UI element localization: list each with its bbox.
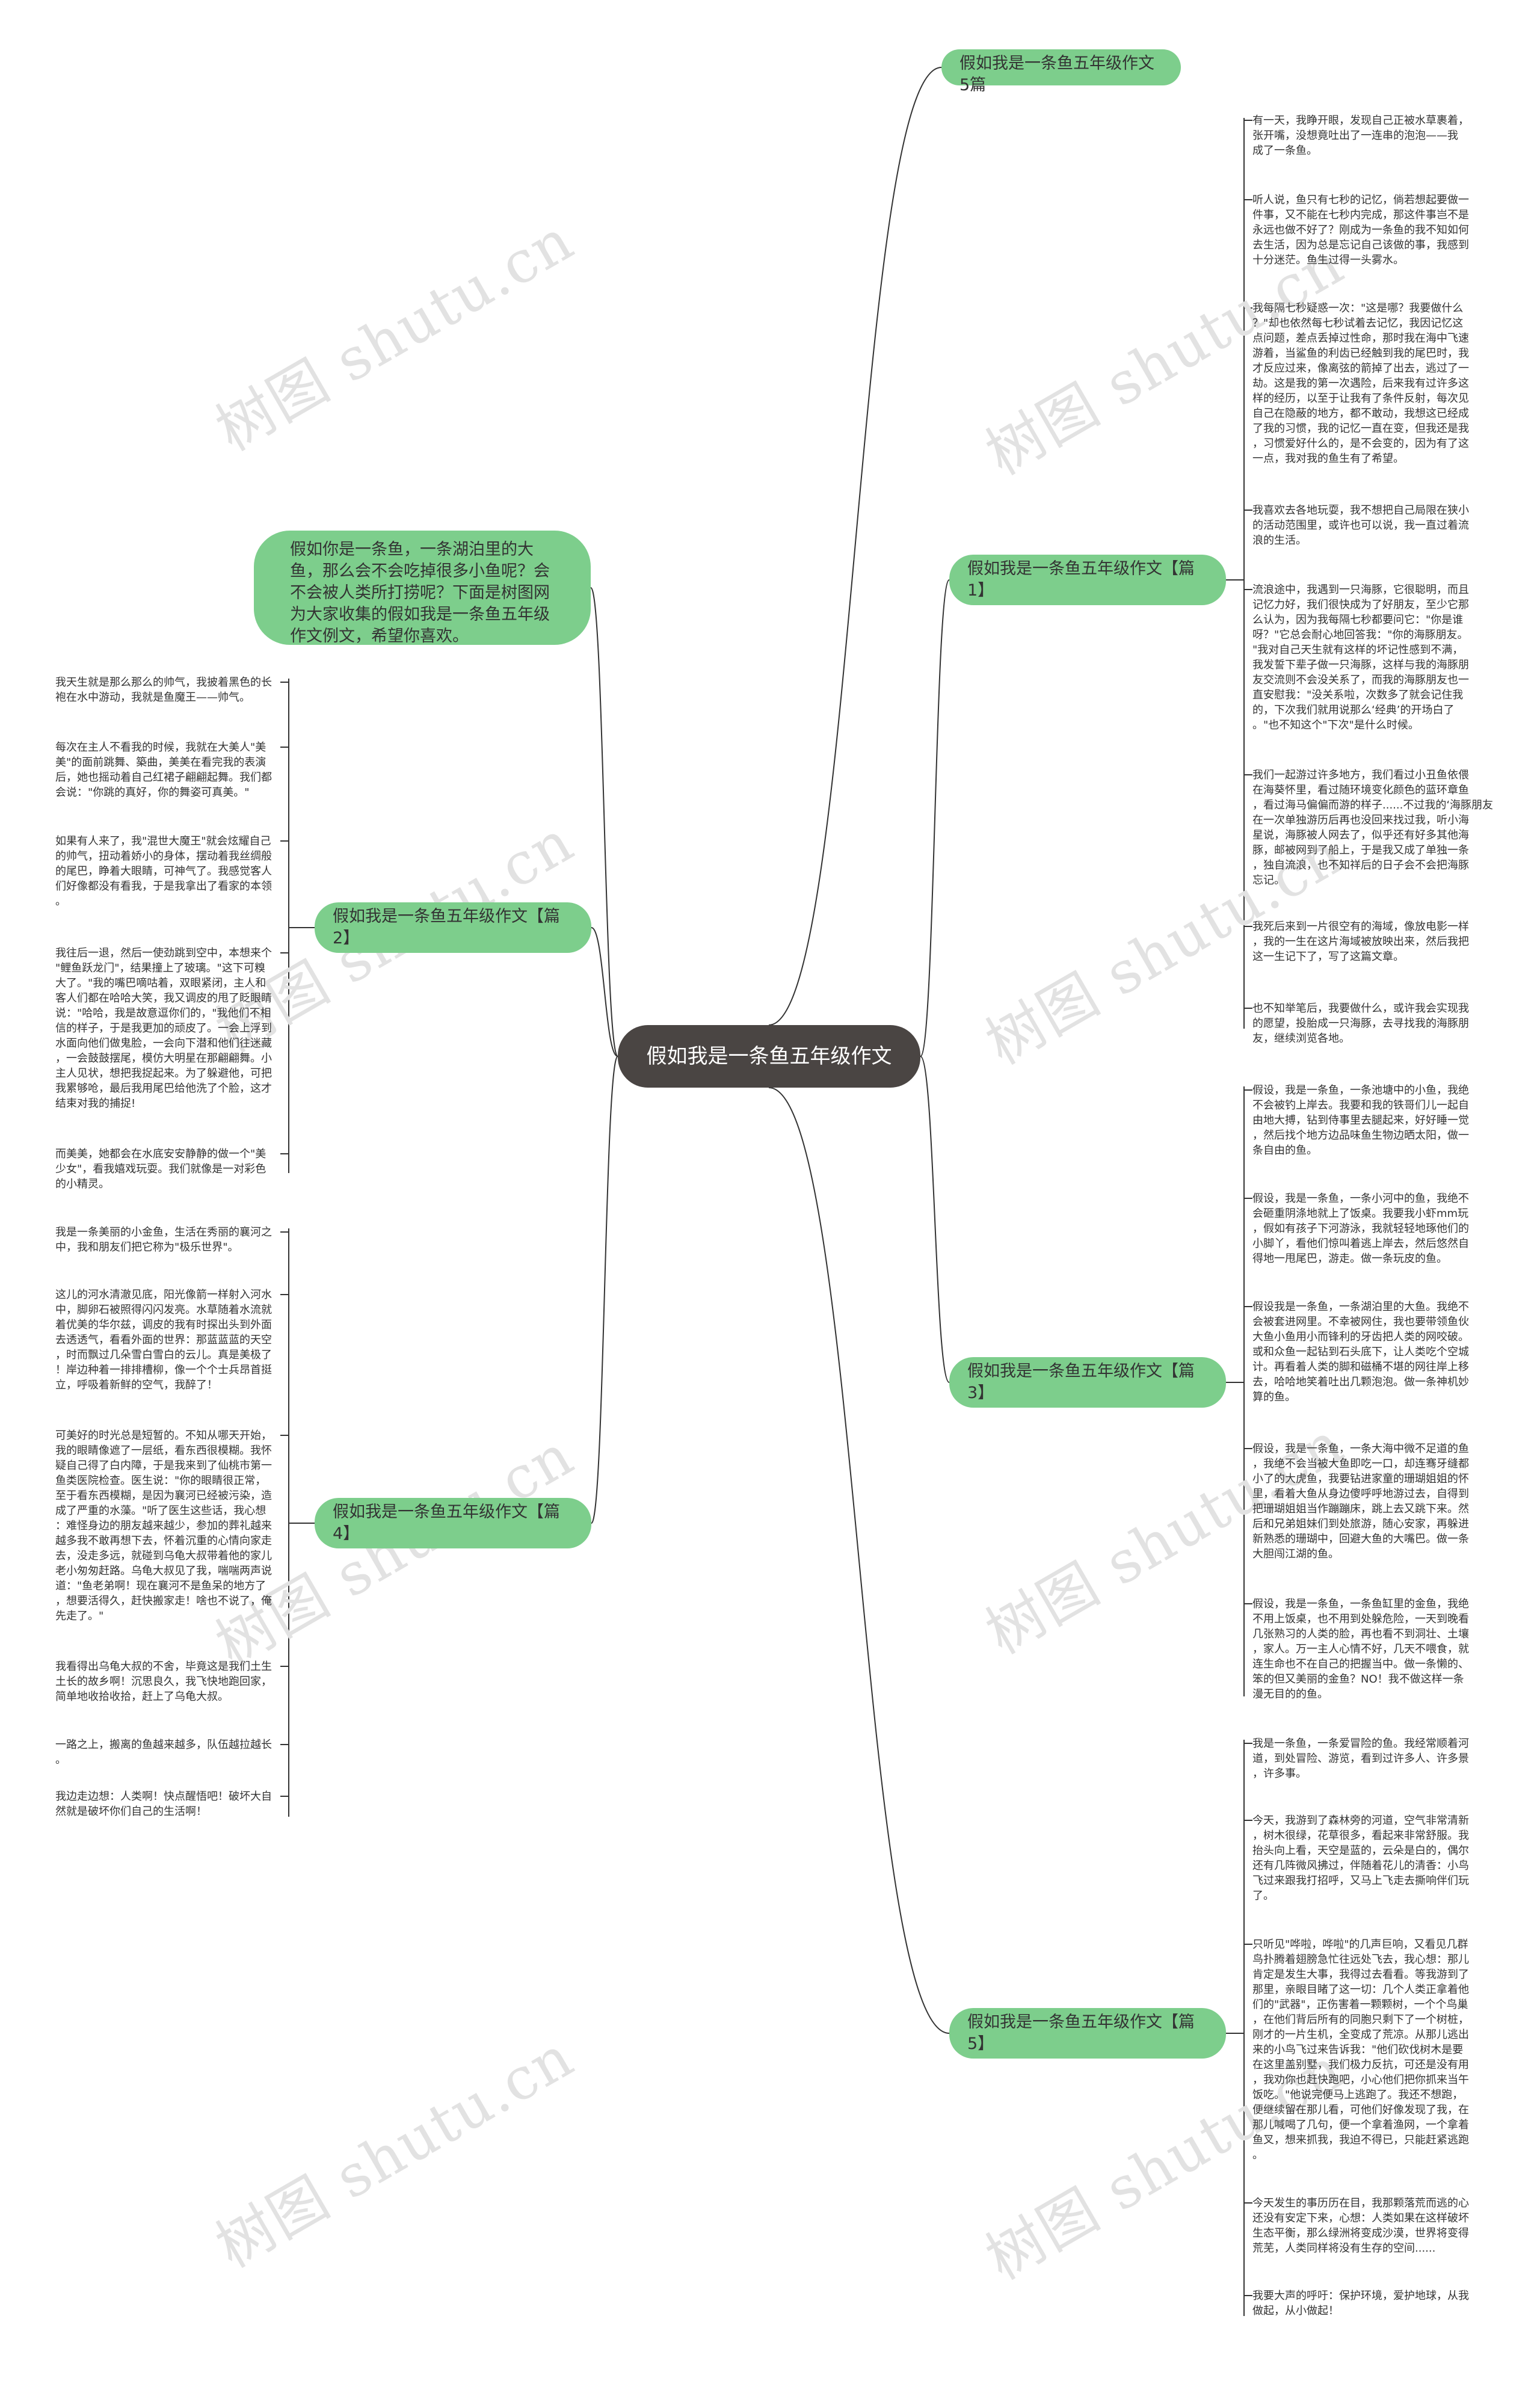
article-5-paragraph: 只听见"哗啦，哗啦"的几声巨响，又看见几群 鸟扑腾着翅膀急忙往远处飞去，我心想：… (1252, 1938, 1469, 2161)
article-2-paragraph: 而美美，她都会在水底安安静静的做一个"美 少女"，看我嬉戏玩耍。我们就像是一对彩… (55, 1148, 266, 1190)
article-1-paragraph: 听人说，鱼只有七秒的记忆，倘若想起要做一 件事，又不能在七秒内完成，那这件事岂不… (1252, 194, 1469, 266)
link-center-intro (590, 587, 618, 1057)
intro-node[interactable]: 假如你是一条鱼，一条湖泊里的大鱼，那么会不会吃掉很多小鱼呢？会不会被人类所打捞呢… (254, 531, 591, 645)
article-1-paragraph: 我们一起游过许多地方，我们看过小丑鱼依偎 在海葵怀里，看过随环境变化颜色的蓝环章… (1252, 769, 1494, 887)
topic-5-articles[interactable]: 假如我是一条鱼五年级作文5篇 (941, 49, 1181, 94)
article-2-paragraph: 每次在主人不看我的时候，我就在大美人"美 美"的面前跳舞、築曲，美美在看完我的表… (55, 741, 272, 799)
article-5-paragraph: 我要大声的呼吁：保护环境，爱护地球，从我 做起，从小做起！ (1252, 2290, 1469, 2317)
topic-article-4[interactable]: 假如我是一条鱼五年级作文【篇4】 (315, 1498, 591, 1548)
article-4-paragraph: 我是一条美丽的小金鱼，生活在秀丽的襄河之 中，我和朋友们把它称为"极乐世界"。 (55, 1226, 272, 1254)
article-1-paragraph: 我每隔七秒疑惑一次："这是哪？我要做什么 ？"却也依然每七秒试着去记忆，我因记忆… (1252, 302, 1469, 465)
article-3-paragraph: 假设，我是一条鱼，一条小河中的鱼，我绝不 会砸重阴涤地就上了饭桌。我要我小虾mm… (1252, 1192, 1469, 1265)
article-3-paragraph: 假设，我是一条鱼，一条池塘中的小鱼，我绝 不会被钓上岸去。我要和我的铁哥们儿一起… (1252, 1084, 1469, 1157)
article-4-paragraph: 我看得出乌龟大叔的不舍，毕竟这是我们土生 土长的故乡啊！沉思良久，我飞快地跑回家… (55, 1660, 272, 1703)
article-1-paragraph: 流浪途中，我遇到一只海豚，它很聪明，而且 记忆力好，我们很快成为了好朋友，至少它… (1252, 584, 1469, 732)
topic-article-5[interactable]: 假如我是一条鱼五年级作文【篇5】 (949, 2008, 1226, 2059)
central-topic[interactable]: 假如我是一条鱼五年级作文 (618, 1025, 920, 1088)
article-5-paragraph: 我是一条鱼，一条爱冒险的鱼。我经常顺着河 道，到处冒险、游览，看到过许多人、许多… (1252, 1737, 1469, 1780)
article-3-paragraph: 假设，我是一条鱼，一条鱼缸里的金鱼，我绝 不用上饭桌，也不用到处躲危险，一天到晚… (1252, 1598, 1469, 1701)
topic-article-2[interactable]: 假如我是一条鱼五年级作文【篇2】 (315, 902, 591, 953)
link-center-p1 (920, 579, 950, 1057)
article-3-paragraph: 假设，我是一条鱼，一条大海中微不足道的鱼 ，我绝不会当被大鱼即吃一口，却连骞牙缝… (1252, 1443, 1469, 1560)
article-5-paragraph: 今天，我游到了森林旁的河道，空气非常清新 ，树木很绿，花草很多，看起来非常舒服。… (1252, 1814, 1469, 1902)
topic-article-3[interactable]: 假如我是一条鱼五年级作文【篇3】 (949, 1357, 1226, 1408)
article-2-paragraph: 我天生就是那么那么的帅气，我披着黑色的长 袍在水中游动，我就是鱼魔王——帅气。 (55, 676, 272, 704)
link-center-t5 (768, 67, 942, 1026)
link-center-p3 (920, 1056, 950, 1383)
article-2-paragraph: 我往后一退，然后一使劲跳到空中，本想来个 "鲤鱼跃龙门"，结果撞上了玻璃。"这下… (55, 947, 272, 1110)
article-4-paragraph: 一路之上，搬离的鱼越来越多，队伍越拉越长 。 (55, 1739, 272, 1766)
article-1-paragraph: 我喜欢去各地玩耍，我不想把自己局限在狭小 的活动范围里，或许也可以说，我一直过着… (1252, 504, 1469, 547)
article-1-paragraph: 也不知举笔后，我要做什么，或许我会实现我 的愿望，投胎成一只海豚，去寻找我的海豚… (1252, 1002, 1469, 1045)
topic-article-1[interactable]: 假如我是一条鱼五年级作文【篇1】 (949, 555, 1226, 605)
article-3-paragraph: 假设我是一条鱼，一条湖泊里的大鱼。我绝不 会被套进网里。不幸被网住，我也要带领鱼… (1252, 1301, 1469, 1403)
link-center-p4 (591, 1056, 618, 1524)
article-1-paragraph: 我死后来到一片很空有的海域，像放电影一样 ，我的一生在这片海域被放映出来，然后我… (1252, 920, 1469, 963)
link-center-p2 (591, 927, 618, 1057)
article-4-paragraph: 这儿的河水清澈见底，阳光像箭一样射入河水 中，脚卵石被照得闪闪发亮。水草随着水流… (55, 1289, 272, 1391)
article-4-paragraph: 可美好的时光总是短暂的。不知从哪天开始， 我的眼睛像遮了一层纸，看东西很模糊。我… (55, 1429, 272, 1622)
article-5-paragraph: 今天发生的事历历在目，我那颗落荒而逃的心 还没有安定下来，心想：人类如果在这样破… (1252, 2197, 1469, 2255)
article-1-paragraph: 有一天，我睁开眼，发现自己正被水草裹着， 张开嘴，没想竟吐出了一连串的泡泡——我… (1252, 114, 1469, 157)
link-center-p5 (768, 1087, 950, 2034)
article-4-paragraph: 我边走边想：人类啊！快点醒悟吧！破坏大自 然就是破坏你们自己的生活啊！ (55, 1790, 272, 1818)
article-2-paragraph: 如果有人来了，我"混世大魔王"就会炫耀自己 的帅气，扭动着娇小的身体，摆动着我丝… (55, 835, 272, 908)
